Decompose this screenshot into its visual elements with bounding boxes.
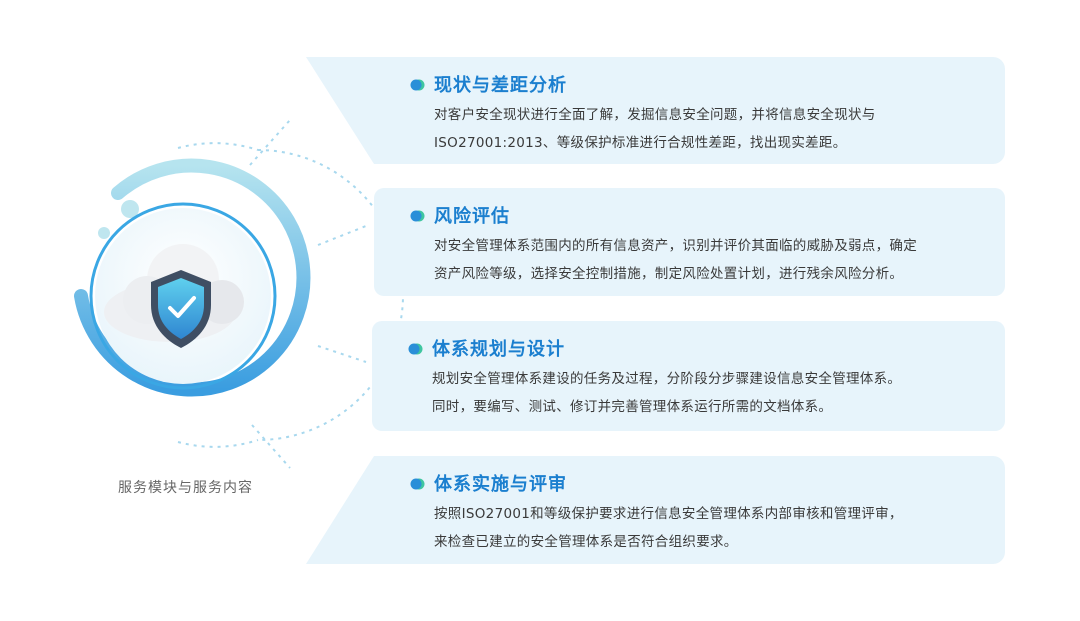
bullet-dot-icon (410, 79, 425, 91)
card-description: 对客户安全现状进行全面了解，发掘信息安全问题，并将信息安全现状与 ISO2700… (434, 101, 876, 157)
card-description-line: 对客户安全现状进行全面了解，发掘信息安全问题，并将信息安全现状与 (434, 107, 876, 123)
card-description-line: 同时，要编写、测试、修订并完善管理体系运行所需的文档体系。 (432, 399, 833, 415)
dashed-orbit (257, 149, 404, 441)
service-card-implementation-review: 体系实施与评审 按照ISO27001和等级保护要求进行信息安全管理体系内部审核和… (306, 456, 1005, 564)
card-description-line: 资产风险等级，选择安全控制措施，制定风险处置计划，进行残余风险分析。 (434, 266, 904, 282)
diagram-caption: 服务模块与服务内容 (118, 480, 253, 496)
connector-3 (317, 345, 367, 363)
inner-ring (89, 202, 277, 390)
card-title: 风险评估 (434, 206, 510, 227)
bullet-dot-icon (410, 210, 425, 222)
card-description: 按照ISO27001和等级保护要求进行信息安全管理体系内部审核和管理评审， 来检… (434, 500, 903, 556)
card-description-line: ISO27001:2013、等级保护标准进行合规性差距，找出现实差距。 (434, 135, 847, 151)
card-description-line: 来检查已建立的安全管理体系是否符合组织要求。 (434, 534, 738, 550)
service-card-system-planning: 体系规划与设计 规划安全管理体系建设的任务及过程，分阶段分步骤建设信息安全管理体… (372, 321, 1005, 431)
bubble-small (98, 227, 110, 239)
card-description-line: 按照ISO27001和等级保护要求进行信息安全管理体系内部审核和管理评审， (434, 506, 903, 522)
card-description: 对安全管理体系范围内的所有信息资产，识别并评价其面临的威胁及弱点，确定 资产风险… (434, 232, 917, 288)
connector-2 (317, 225, 367, 246)
bubble-large (121, 200, 139, 218)
card-title: 现状与差距分析 (434, 75, 567, 96)
connector-1 (249, 119, 291, 166)
shield-check-icon (151, 270, 211, 348)
card-title: 体系规划与设计 (432, 339, 565, 360)
card-description-line: 对安全管理体系范围内的所有信息资产，识别并评价其面临的威胁及弱点，确定 (434, 238, 917, 254)
card-description: 规划安全管理体系建设的任务及过程，分阶段分步骤建设信息安全管理体系。 同时，要编… (432, 365, 901, 421)
service-card-gap-analysis: 现状与差距分析 对客户安全现状进行全面了解，发掘信息安全问题，并将信息安全现状与… (306, 57, 1005, 164)
bullet-dot-icon (408, 343, 423, 355)
service-card-risk-assessment: 风险评估 对安全管理体系范围内的所有信息资产，识别并评价其面临的威胁及弱点，确定… (374, 188, 1005, 296)
bullet-dot-icon (410, 478, 425, 490)
connector-4 (251, 424, 291, 469)
dashed-orbit-left (177, 142, 259, 151)
dashed-orbit-left-bottom (177, 439, 259, 448)
card-title: 体系实施与评审 (434, 474, 567, 495)
card-description-line: 规划安全管理体系建设的任务及过程，分阶段分步骤建设信息安全管理体系。 (432, 371, 902, 387)
